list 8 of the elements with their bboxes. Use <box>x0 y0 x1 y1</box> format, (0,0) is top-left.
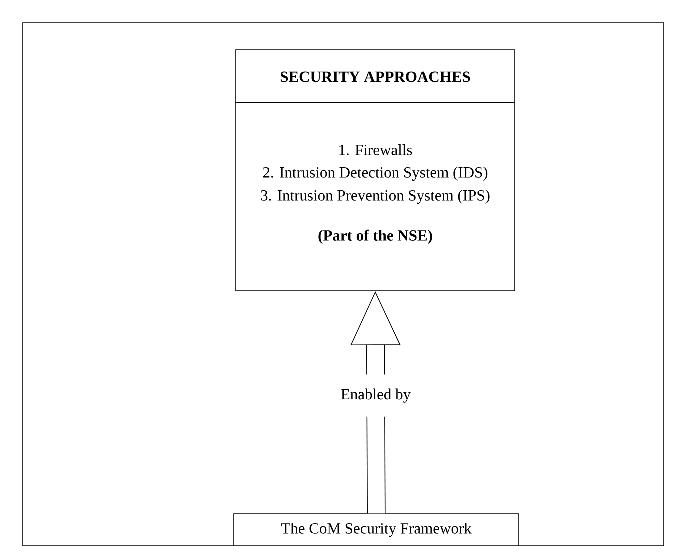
list-item: 3. Intrusion Prevention System (IPS) <box>261 190 490 204</box>
edge-label: Enabled by <box>338 374 414 417</box>
list-item: 2. Intrusion Detection System (IDS) <box>263 166 488 182</box>
box-heading: SECURITY APPROACHES <box>280 72 470 82</box>
list-item: 1. Firewalls <box>340 144 412 156</box>
note-text: (Part of the NSE) <box>318 230 432 244</box>
text-box: The CoM Security Framework <box>234 514 520 546</box>
content-box <box>235 50 516 292</box>
